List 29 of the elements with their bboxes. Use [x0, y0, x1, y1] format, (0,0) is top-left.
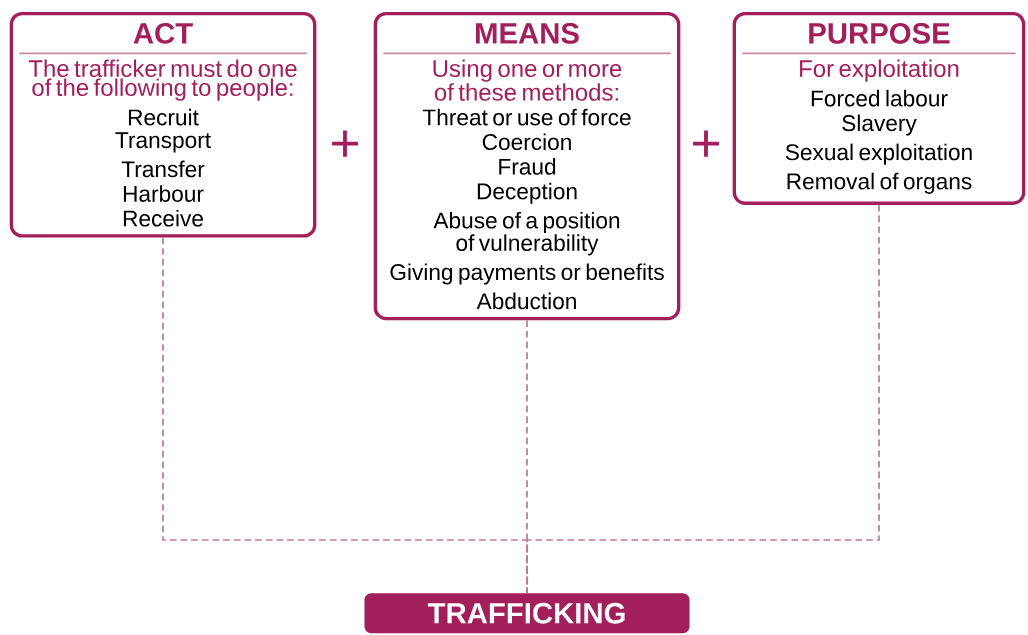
text-box [732, 12, 1026, 205]
list-item: Removal of organs [787, 172, 972, 194]
box-heading: ACT [133, 23, 193, 44]
list-item: Deception [477, 182, 577, 204]
box-heading: MEANS [476, 23, 579, 44]
list-item: Abuse of a position of vulnerability [433, 211, 620, 256]
box-subtitle: Using one or more of these methods: [433, 59, 622, 101]
list-item: Recruit [128, 108, 199, 126]
plus-sign: + [693, 130, 719, 157]
list-item: Giving payments or benefits [390, 263, 664, 285]
list-item: Abduction [476, 292, 576, 310]
list-item: Slavery [842, 114, 917, 136]
text-box [373, 12, 681, 321]
box-subtitle: For exploitation [800, 59, 959, 82]
list-item: Threat or use of force [422, 108, 631, 126]
list-item: Forced labour [811, 89, 948, 107]
list-item: Transport [115, 132, 211, 153]
connector-line [526, 204, 880, 594]
list-item: Coercion [482, 133, 571, 151]
list-item: Harbour [123, 185, 204, 202]
plus-sign: + [332, 130, 358, 157]
text-box [9, 12, 317, 238]
list-item: Sexual exploitation [785, 143, 972, 165]
list-item: Receive [123, 209, 203, 227]
list-item: Transfer [121, 160, 205, 178]
box-subtitle: The trafficker must do one of the following to people: [28, 59, 297, 101]
box-heading: PURPOSE [809, 23, 950, 44]
list-item: Fraud [499, 158, 556, 175]
result-banner: TRAFFICKING [364, 593, 690, 634]
